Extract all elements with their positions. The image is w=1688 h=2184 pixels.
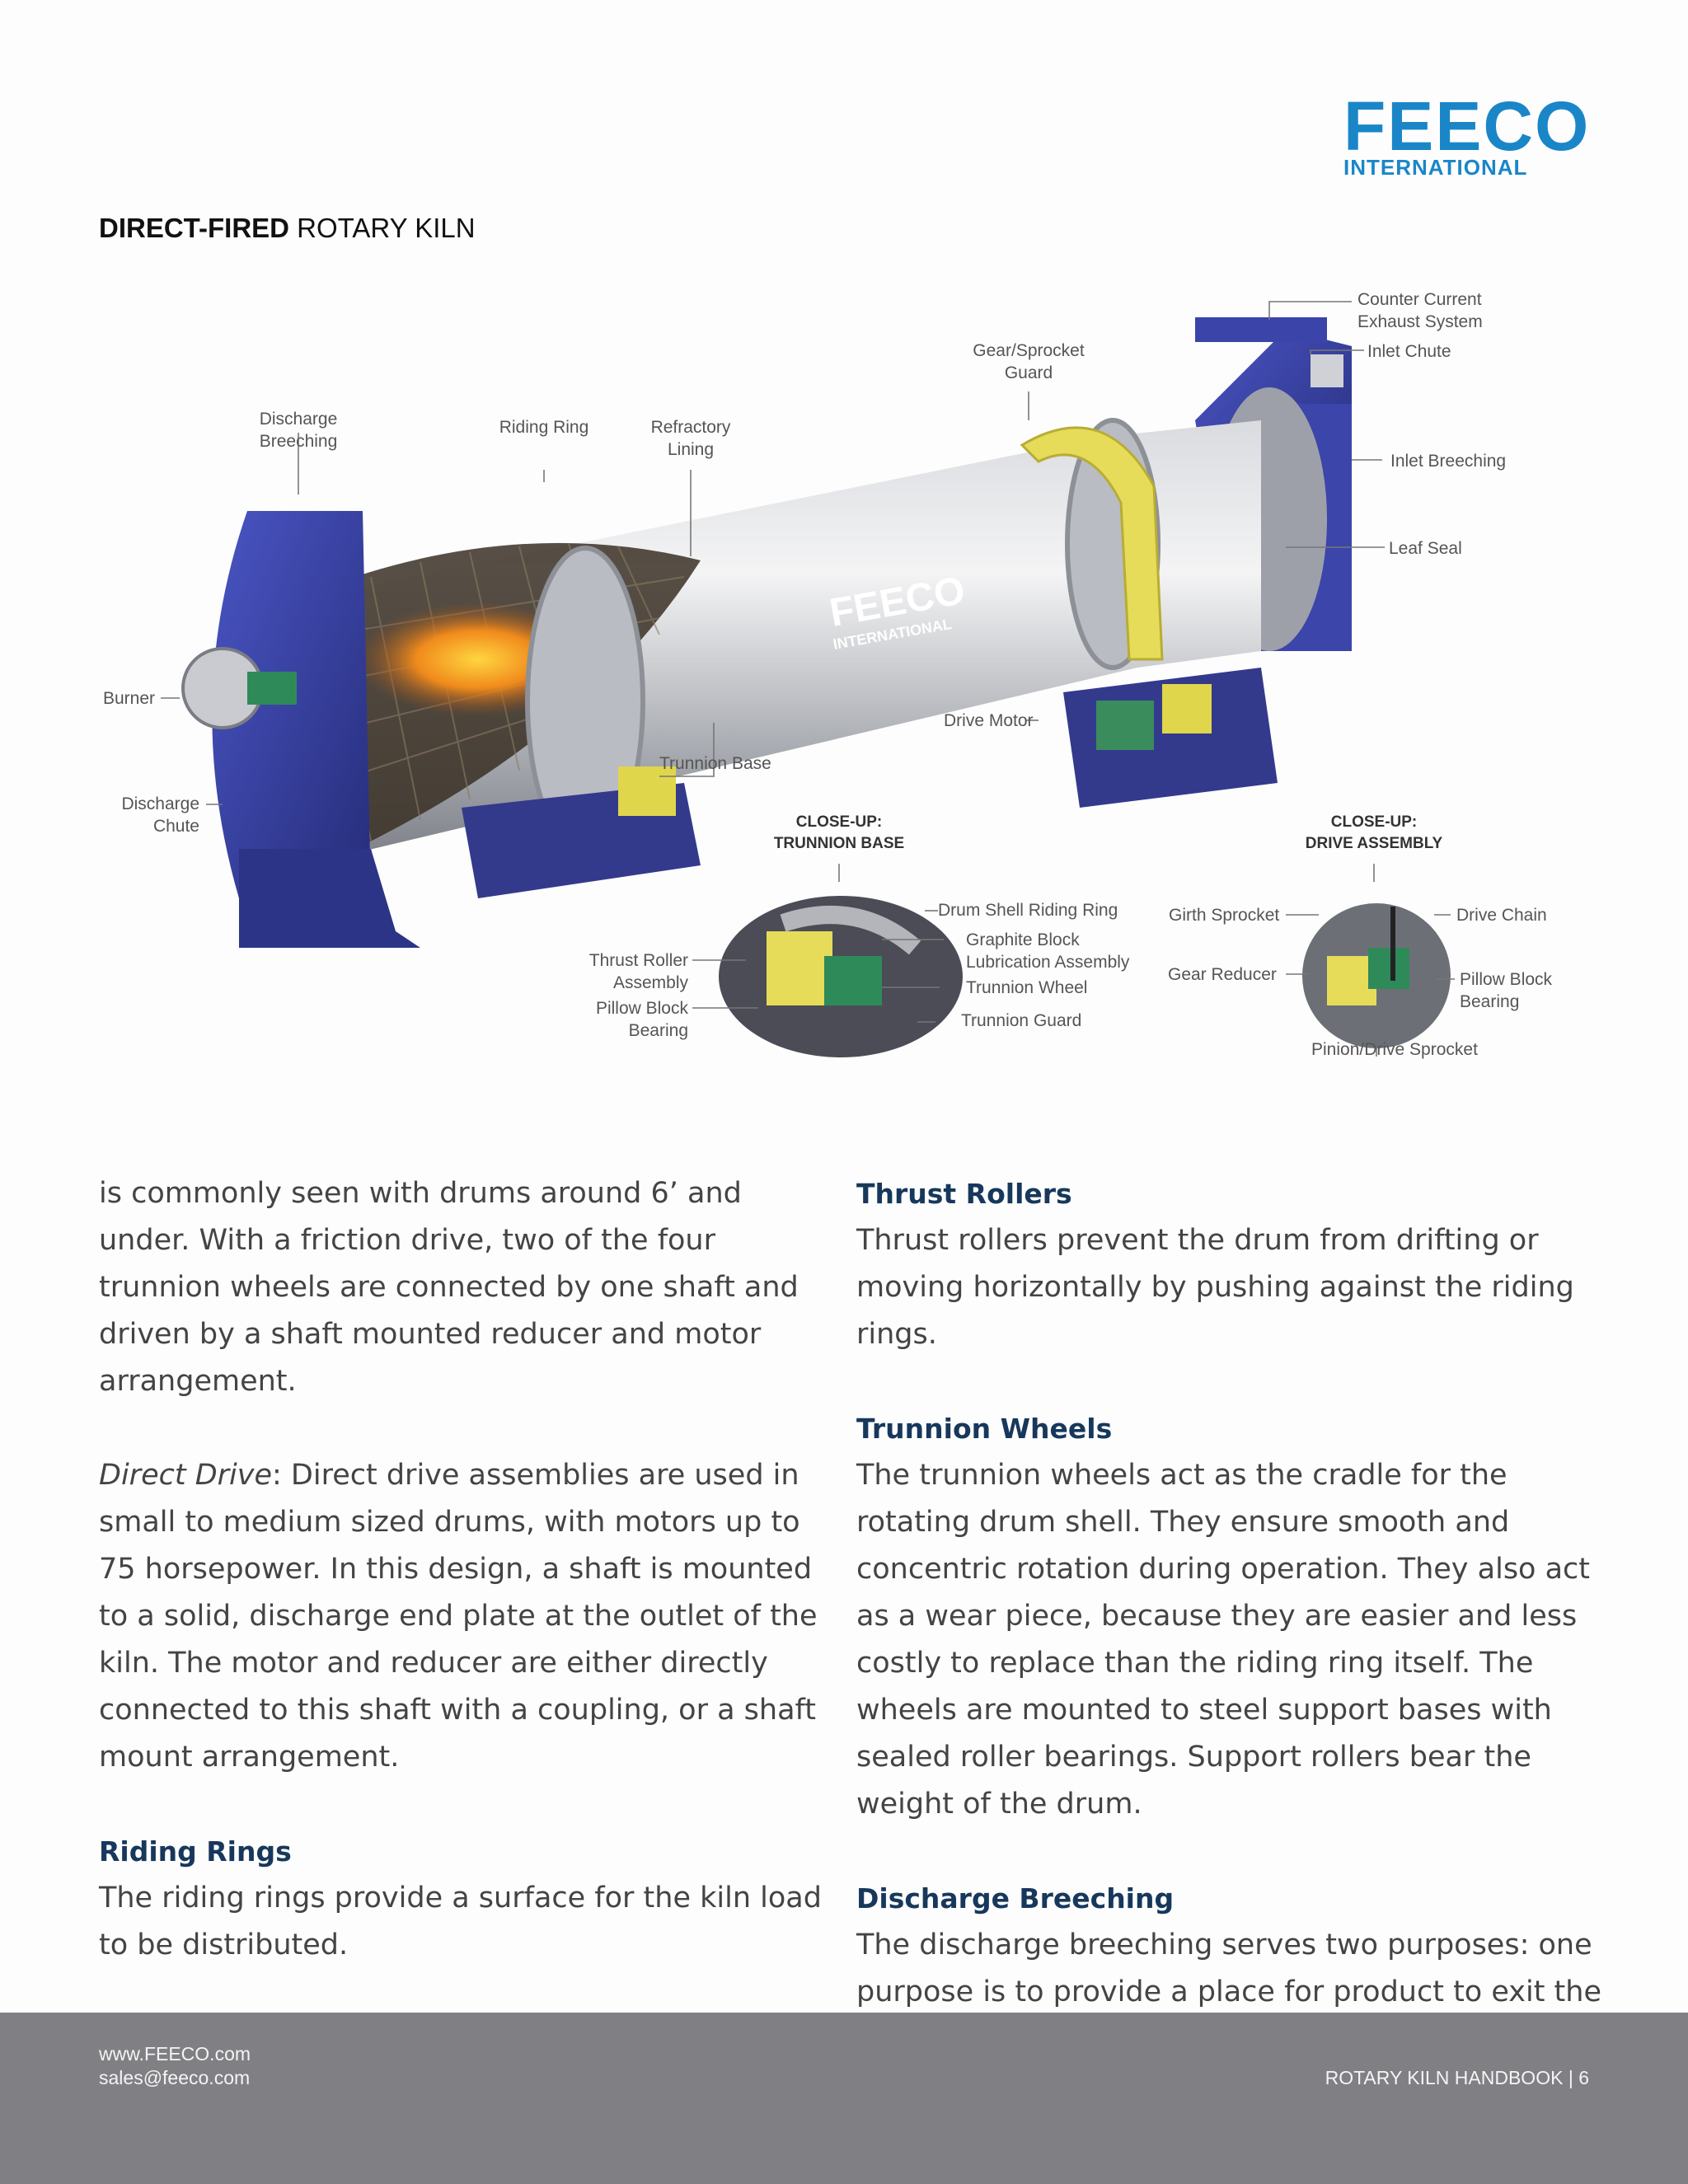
closeup-drive-title: CLOSE-UP: DRIVE ASSEMBLY — [1305, 813, 1443, 852]
footer-website-link[interactable]: www.FEECO.com — [99, 2043, 251, 2064]
figure-title: DIRECT-FIRED ROTARY KILN — [99, 213, 476, 244]
footer-handbook-title: ROTARY KILN HANDBOOK — [1325, 2067, 1564, 2088]
footer-contact: www.FEECO.com sales@feeco.com — [99, 2042, 251, 2090]
label-discharge-breeching: Discharge Breeching — [259, 410, 338, 451]
exhaust-stack-top — [1195, 317, 1327, 342]
heading-trunnion-wheels: Trunnion Wheels — [856, 1413, 1113, 1445]
label-gear-sprocket-guard: Gear/Sprocket Guard — [973, 341, 1085, 382]
label-thrust-roller-assembly: Thrust Roller Assembly — [588, 951, 688, 992]
label-burner: Burner — [102, 689, 155, 708]
footer-page-info: ROTARY KILN HANDBOOK | 6 — [1325, 2067, 1589, 2089]
closeup-trunnion-title: CLOSE-UP: TRUNNION BASE — [773, 813, 905, 852]
direct-drive-term: Direct Drive — [99, 1459, 272, 1492]
label-pillow-block-left: Pillow Block Bearing — [595, 999, 688, 1040]
logo-subtitle: INTERNATIONAL — [1343, 155, 1528, 180]
direct-drive-text: : Direct drive assemblies are used in sm… — [99, 1459, 818, 1774]
label-trunnion-wheel: Trunnion Wheel — [966, 978, 1088, 997]
trunnion-motor — [618, 766, 676, 816]
label-girth-sprocket: Girth Sprocket — [1169, 906, 1280, 925]
heading-thrust-rollers: Thrust Rollers — [856, 1178, 1072, 1210]
drive-motor-body — [1096, 701, 1154, 750]
kiln-drawing: FEECO INTERNATIONAL — [161, 301, 1455, 1057]
heading-discharge-breeching: Discharge Breeching — [856, 1882, 1175, 1915]
label-pillow-block-right: Pillow Block Bearing — [1460, 970, 1553, 1011]
page-footer: www.FEECO.com sales@feeco.com ROTARY KIL… — [0, 2013, 1688, 2184]
footer-separator: | — [1563, 2067, 1579, 2088]
leader-lines — [161, 301, 1455, 1057]
label-gear-reducer: Gear Reducer — [1168, 965, 1277, 984]
label-graphite-block: Graphite Block Lubrication Assembly — [966, 930, 1130, 972]
figure-title-rest: ROTARY KILN — [289, 213, 476, 243]
paragraph-friction-drive: is commonly seen with drums around 6’ an… — [99, 1177, 799, 1398]
label-leaf-seal: Leaf Seal — [1389, 539, 1462, 558]
right-text-column: Thrust Rollers Thrust rollers prevent th… — [856, 1170, 1615, 2016]
label-trunnion-guard: Trunnion Guard — [961, 1011, 1082, 1030]
kiln-illustration: FEECO INTERNATIONAL — [91, 272, 1640, 1096]
label-trunnion-base: Trunnion Base — [659, 754, 771, 773]
paragraph-trunnion-wheels: The trunnion wheels act as the cradle fo… — [856, 1459, 1591, 1821]
label-refractory-lining: Refractory Lining — [650, 418, 731, 459]
paragraph-riding-rings: The riding rings provide a surface for t… — [99, 1882, 822, 1961]
figure-title-bold: DIRECT-FIRED — [99, 213, 289, 243]
logo-wordmark: FEECO — [1343, 87, 1591, 165]
footer-page-number: 6 — [1578, 2067, 1589, 2088]
gear-guard — [1020, 426, 1164, 661]
drive-reducer — [1162, 684, 1212, 733]
paragraph-thrust-rollers: Thrust rollers prevent the drum from dri… — [856, 1224, 1574, 1351]
feeco-logo: FEECO INTERNATIONAL — [1343, 87, 1591, 178]
label-drive-chain: Drive Chain — [1456, 906, 1547, 925]
label-counter-current-exhaust: Counter Current Exhaust System — [1357, 290, 1483, 331]
inlet-chute — [1311, 354, 1343, 387]
discharge-chute — [239, 849, 420, 948]
paragraph-discharge-breeching: The discharge breeching serves two purpo… — [856, 1929, 1601, 2008]
label-riding-ring: Riding Ring — [499, 418, 589, 437]
label-drive-motor: Drive Motor — [944, 711, 1034, 730]
label-discharge-chute: Discharge Chute — [121, 794, 199, 836]
left-text-column: is commonly seen with drums around 6’ an… — [99, 1170, 841, 1969]
label-pinion-drive-sprocket: Pinion/Drive Sprocket — [1311, 1040, 1478, 1059]
burner-body — [247, 672, 297, 705]
label-drum-shell-riding-ring: Drum Shell Riding Ring — [938, 901, 1118, 920]
label-inlet-breeching: Inlet Breeching — [1390, 452, 1507, 471]
label-inlet-chute: Inlet Chute — [1367, 342, 1451, 361]
footer-email-link[interactable]: sales@feeco.com — [99, 2067, 251, 2088]
paragraph-direct-drive: Direct Drive: Direct drive assemblies ar… — [99, 1452, 841, 1781]
heading-riding-rings: Riding Rings — [99, 1835, 292, 1868]
